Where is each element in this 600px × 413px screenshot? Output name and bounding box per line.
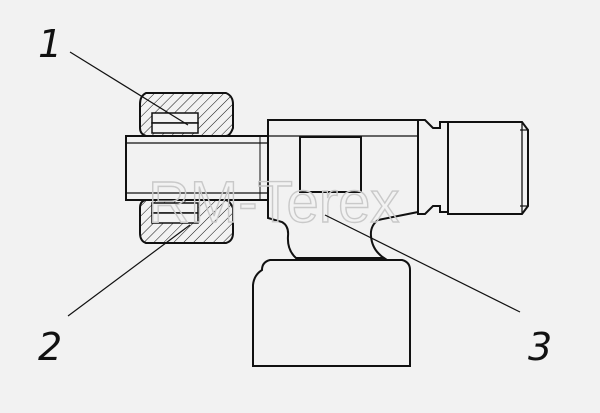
leader-line-3 <box>324 214 521 313</box>
leader-line-2 <box>67 224 191 317</box>
leader-lines <box>67 51 521 317</box>
union-nut <box>139 92 234 244</box>
leader-line-1 <box>69 51 189 126</box>
tee-body <box>252 119 529 367</box>
pipe <box>125 135 272 201</box>
callout-2: 2 <box>38 325 62 369</box>
watermark: RM-Terex <box>148 170 399 235</box>
callout-3: 3 <box>528 325 552 369</box>
callout-1: 1 <box>38 22 62 66</box>
